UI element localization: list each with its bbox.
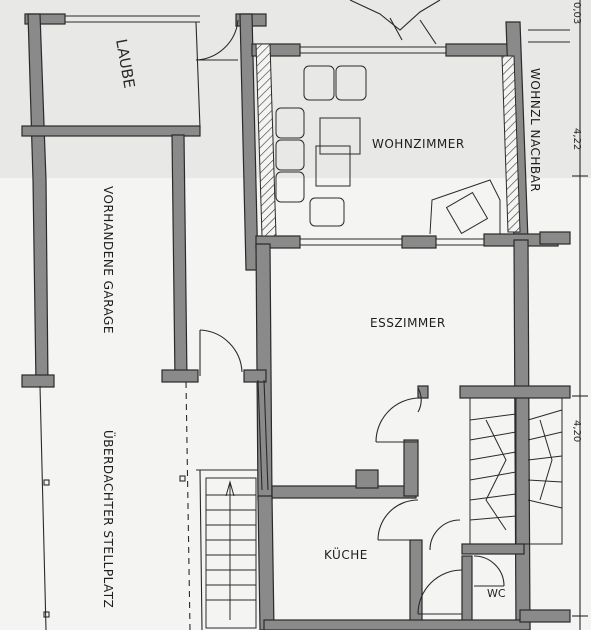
wall-kitchen-vert [403,439,419,497]
furniture [275,65,501,235]
armchair [309,197,345,227]
wall-right-stub [539,231,571,245]
paper-fold-band [0,0,591,178]
wall-wc-left [461,555,473,630]
wall-stair-stub [417,385,429,399]
dimension-top: 0,03 [571,2,582,24]
wall-hatched-right [501,55,521,233]
label-wohnzimmer: WOHNZIMMER [372,137,465,151]
label-kueche: KÜCHE [324,546,368,562]
thin-lines [39,0,588,630]
stairs [205,397,563,629]
sofa-seat-2 [335,65,367,101]
wall-stair-top [459,385,571,399]
wall-kitchen-left [257,495,275,630]
wall-ess-stub [243,369,267,383]
table-top [319,117,361,155]
wall-hatched-left [255,43,277,237]
wall-bottom-right [519,609,571,623]
wall-top-left [24,13,66,25]
label-ueberdachter-stellplatz: ÜBERDACHTER STELLPLATZ [101,430,117,608]
label-esszimmer: ESSZIMMER [370,316,446,330]
label-wohnzl-nachbar: WOHNZL NACHBAR [528,68,542,192]
wall-garage-middle [171,134,188,381]
wall-right-stair [513,239,531,630]
table-bottom [315,145,351,187]
chair-left-3 [275,171,305,203]
wall-bottom [263,619,531,630]
wall-stub-middle [161,369,199,383]
wall-chimney [355,469,379,489]
chair-left-1 [275,107,305,139]
wall-stub-left [21,374,55,388]
label-wc: WC [487,587,506,600]
wall-wohn-top-b [445,43,509,57]
wall-kitchen-right [409,539,423,630]
label-vorhandene-garage: VORHANDENE GARAGE [101,186,115,334]
walls [21,13,571,630]
dimension-right-lower: 4,20 [571,420,582,442]
sofa-seat-1 [303,65,335,101]
dimension-right-upper: 4,22 [571,128,582,150]
wall-kitchen-top [271,485,417,499]
wall-wohn-bottom-b [401,235,437,249]
wall-laube-bottom [21,125,201,137]
desk-chair [445,191,489,235]
wall-stair-bottom [461,543,525,555]
chair-left-2 [275,139,305,171]
desk-outline [429,179,501,235]
